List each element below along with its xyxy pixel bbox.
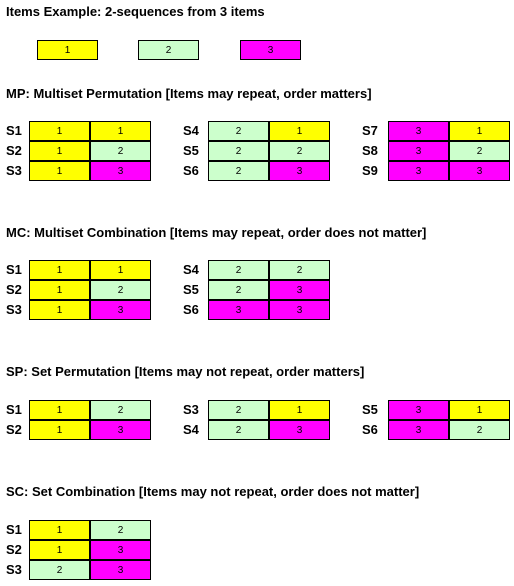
sequence-item-cell: 1	[90, 260, 151, 280]
sequence-item-cell: 3	[388, 121, 449, 141]
sequence-label: S3	[183, 402, 199, 417]
example-item-2: 2	[138, 40, 199, 60]
sequence-item-cell: 2	[208, 260, 269, 280]
sequence-label: S5	[183, 143, 199, 158]
sequence-item-cell: 1	[449, 400, 510, 420]
sequence-item-cell: 2	[29, 560, 90, 580]
sequence-label: S8	[362, 143, 378, 158]
sequence-item-cell: 1	[29, 141, 90, 161]
sequence-item-cell: 1	[29, 400, 90, 420]
sequence-item-cell: 3	[388, 400, 449, 420]
sequence-label: S7	[362, 123, 378, 138]
sequence-item-cell: 2	[269, 260, 330, 280]
sequence-item-cell: 1	[269, 121, 330, 141]
sequence-label: S6	[362, 422, 378, 437]
section-title: MC: Multiset Combination [Items may repe…	[6, 225, 427, 240]
sequence-item-cell: 2	[90, 400, 151, 420]
sequence-label: S6	[183, 163, 199, 178]
sequence-label: S1	[6, 522, 22, 537]
sequence-label: S5	[362, 402, 378, 417]
sequence-label: S4	[183, 262, 199, 277]
sequence-item-cell: 3	[90, 161, 151, 181]
sequence-item-cell: 3	[269, 300, 330, 320]
example-item-1: 1	[37, 40, 98, 60]
sequence-item-cell: 1	[269, 400, 330, 420]
sequence-item-cell: 1	[29, 520, 90, 540]
sequence-label: S4	[183, 422, 199, 437]
sequence-item-cell: 3	[388, 420, 449, 440]
sequence-item-cell: 2	[449, 420, 510, 440]
sequence-item-cell: 3	[90, 420, 151, 440]
sequence-label: S2	[6, 282, 22, 297]
sequence-item-cell: 3	[269, 420, 330, 440]
sequence-item-cell: 1	[90, 121, 151, 141]
sequence-label: S3	[6, 302, 22, 317]
sequence-item-cell: 3	[388, 161, 449, 181]
sequence-item-cell: 2	[269, 141, 330, 161]
sequence-label: S1	[6, 402, 22, 417]
sequence-item-cell: 2	[208, 280, 269, 300]
sequence-label: S1	[6, 123, 22, 138]
example-title: Items Example: 2-sequences from 3 items	[6, 4, 265, 19]
sequence-item-cell: 1	[29, 161, 90, 181]
sequence-item-cell: 3	[449, 161, 510, 181]
sequence-item-cell: 1	[29, 540, 90, 560]
sequence-label: S2	[6, 542, 22, 557]
sequence-item-cell: 1	[29, 260, 90, 280]
sequence-item-cell: 3	[208, 300, 269, 320]
section-title: SC: Set Combination [Items may not repea…	[6, 484, 420, 499]
section-title: SP: Set Permutation [Items may not repea…	[6, 364, 365, 379]
sequence-item-cell: 3	[90, 540, 151, 560]
sequence-item-cell: 3	[90, 300, 151, 320]
sequence-label: S9	[362, 163, 378, 178]
sequence-label: S6	[183, 302, 199, 317]
sequence-item-cell: 2	[208, 141, 269, 161]
sequence-item-cell: 2	[208, 161, 269, 181]
sequence-label: S2	[6, 143, 22, 158]
sequence-label: S5	[183, 282, 199, 297]
sequence-item-cell: 1	[29, 121, 90, 141]
sequence-item-cell: 2	[90, 280, 151, 300]
sequence-item-cell: 3	[388, 141, 449, 161]
sequence-item-cell: 2	[90, 520, 151, 540]
sequence-item-cell: 2	[449, 141, 510, 161]
sequence-item-cell: 1	[29, 280, 90, 300]
sequence-label: S1	[6, 262, 22, 277]
sequence-item-cell: 3	[90, 560, 151, 580]
sequence-label: S3	[6, 163, 22, 178]
sequence-item-cell: 1	[29, 420, 90, 440]
sequence-item-cell: 1	[29, 300, 90, 320]
sequence-item-cell: 3	[269, 161, 330, 181]
example-item-3: 3	[240, 40, 301, 60]
sequence-item-cell: 2	[208, 420, 269, 440]
sequence-item-cell: 2	[90, 141, 151, 161]
sequence-item-cell: 3	[269, 280, 330, 300]
section-title: MP: Multiset Permutation [Items may repe…	[6, 86, 372, 101]
sequence-item-cell: 2	[208, 121, 269, 141]
sequence-label: S3	[6, 562, 22, 577]
sequence-item-cell: 1	[449, 121, 510, 141]
sequence-label: S2	[6, 422, 22, 437]
sequence-item-cell: 2	[208, 400, 269, 420]
sequence-label: S4	[183, 123, 199, 138]
